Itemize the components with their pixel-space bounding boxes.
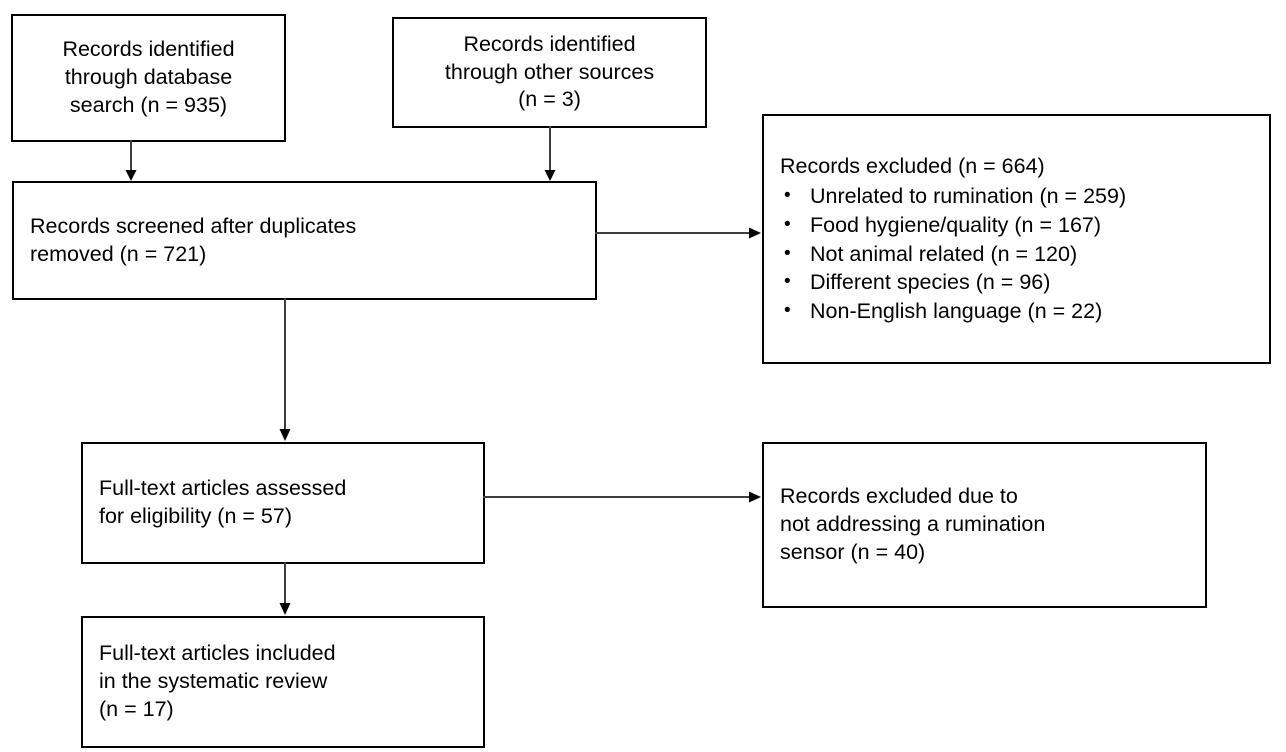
arrow-screened-to-excluded [595, 222, 765, 244]
box-line: not addressing a rumination [780, 512, 1046, 537]
box-line: Records identified [62, 37, 235, 62]
box-line: Records screened after duplicates [30, 213, 357, 238]
excluded-reason-label: Not animal related (n = 120) [810, 241, 1078, 266]
arrow-screened-to-fulltext [272, 298, 298, 444]
box-records-identified-database: Records identified through database sear… [11, 14, 286, 142]
list-item: • Food hygiene/quality (n = 167) [780, 211, 1253, 240]
bullet-icon: • [784, 299, 791, 321]
box-records-identified-other-sources: Records identified through other sources… [392, 17, 707, 128]
arrow-fulltext-to-excluded [483, 486, 765, 508]
box-line: Full-text articles included [99, 641, 336, 666]
box-line: Records excluded due to [780, 484, 1018, 509]
list-item: • Not animal related (n = 120) [780, 240, 1253, 269]
box-line: Records identified [463, 31, 636, 56]
box-line: through other sources [444, 59, 655, 84]
box-fulltext-included: Full-text articles included in the syste… [81, 616, 485, 748]
excluded-reason-label: Food hygiene/quality (n = 167) [810, 213, 1102, 238]
bullet-icon: • [784, 185, 791, 207]
list-item: • Different species (n = 96) [780, 268, 1253, 297]
box-records-excluded-screening: Records excluded (n = 664) • Unrelated t… [762, 114, 1271, 364]
box-records-excluded-eligibility: Records excluded due to not addressing a… [762, 442, 1207, 608]
box-line: through database [64, 65, 233, 90]
excluded-reason-label: Unrelated to rumination (n = 259) [810, 184, 1127, 209]
excluded-reason-list: • Unrelated to rumination (n = 259) • Fo… [780, 182, 1253, 325]
box-line: removed (n = 721) [30, 241, 207, 266]
excluded-reason-label: Different species (n = 96) [810, 270, 1051, 295]
list-item: • Unrelated to rumination (n = 259) [780, 182, 1253, 211]
box-line: sensor (n = 40) [780, 539, 926, 564]
box-line: in the systematic review [99, 669, 328, 694]
list-item: • Non-English language (n = 22) [780, 297, 1253, 326]
bullet-icon: • [784, 214, 791, 236]
excluded-reason-label: Non-English language (n = 22) [810, 298, 1103, 323]
box-line: (n = 17) [99, 696, 174, 721]
arrow-fulltext-to-included [272, 562, 298, 618]
box-line: (n = 3) [518, 87, 581, 112]
bullet-icon: • [784, 242, 791, 264]
arrow-database-to-screened [118, 140, 144, 184]
bullet-icon: • [784, 271, 791, 293]
box-line: search (n = 935) [69, 92, 228, 117]
box-line: for eligibility (n = 57) [99, 504, 292, 528]
box-line: Full-text articles assessed [99, 476, 347, 501]
excluded-heading: Records excluded (n = 664) [780, 153, 1045, 178]
box-records-screened: Records screened after duplicates remove… [12, 181, 597, 300]
box-fulltext-assessed: Full-text articles assessed for eligibil… [81, 442, 485, 564]
arrow-other-sources-to-screened [537, 126, 563, 184]
